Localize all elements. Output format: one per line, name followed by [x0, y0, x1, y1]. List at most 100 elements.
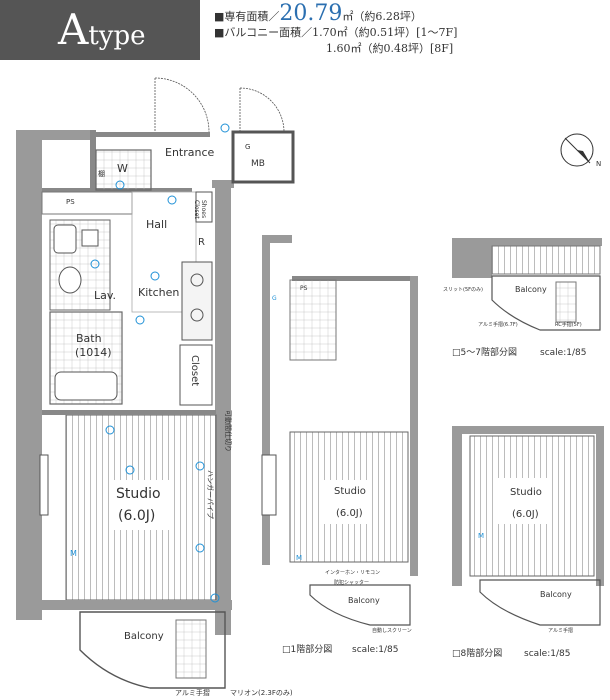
closet-box — [179, 344, 213, 406]
5-7f-slit-label: スリット(5Fのみ) — [443, 287, 483, 293]
1f-m-label: M — [296, 554, 302, 562]
studio-label-bg — [112, 480, 172, 530]
type-badge: Atype — [0, 0, 200, 60]
shoes-closet-label-2: Closet — [193, 200, 200, 219]
area-unit: ㎡（約6.28坪） — [342, 10, 422, 23]
8f-wall-right — [596, 426, 604, 586]
w-label: W — [117, 162, 128, 175]
wall-top-left — [16, 130, 91, 140]
8f-balcony — [479, 579, 601, 626]
fixture-marker — [195, 461, 205, 471]
shoes-closet-label-1: Shoes — [200, 200, 207, 218]
area-label: ■専有面積／ — [214, 10, 280, 23]
bathtub-icon — [54, 371, 118, 401]
shoes-closet — [195, 191, 213, 223]
type-word: type — [88, 21, 146, 51]
mb-box — [231, 130, 295, 184]
5-7f-alumi-label: アルミ手摺(6.7F) — [478, 321, 518, 328]
wall-entrance-left — [90, 130, 96, 190]
balcony-label: Balcony — [124, 631, 164, 642]
wall-studio-top — [42, 410, 216, 415]
studio-size-label: (6.0J) — [118, 508, 155, 524]
1f-remote-label: インターホン・リモコン — [325, 569, 380, 576]
fixture-marker — [195, 543, 205, 553]
wall-right — [215, 185, 231, 635]
8f-studio-label: Studio — [510, 487, 542, 498]
hall-area — [131, 191, 197, 313]
ps-label: PS — [66, 198, 75, 206]
5-7f-wall-top — [452, 238, 602, 246]
washer-icon — [81, 229, 99, 247]
1f-studio-size: (6.0J) — [336, 508, 363, 519]
wall-bottom — [42, 600, 232, 610]
plan-1f: PS G Studio (6.0J) M インターホン・リモコン 防犯シャッター… — [261, 235, 418, 655]
balcony-area-line2: 1.60㎡（約0.48坪）[8F] — [326, 42, 454, 55]
fixture-marker — [135, 315, 145, 325]
kitchen-sink-icon — [190, 308, 204, 322]
lav-label: Lav. — [94, 289, 116, 302]
5-7f-balcony-label: Balcony — [515, 285, 547, 294]
r-label: R — [198, 237, 205, 248]
mb-label: MB — [251, 159, 265, 169]
compass-icon: N — [560, 133, 601, 168]
balcony-area-line1: ■バルコニー面積／1.70㎡（約0.51坪）[1〜7F] — [214, 26, 458, 39]
entrance-door — [154, 77, 210, 133]
5-7f-rc-label: RC手摺(5F) — [555, 321, 582, 328]
5-7f-wall-block — [452, 238, 492, 278]
area-value: 20.79 — [279, 1, 343, 26]
1f-shutter-label: 防犯シャッター — [334, 579, 369, 586]
5-7f-scale: scale:1/85 — [540, 348, 586, 358]
1f-balcony-label: Balcony — [348, 596, 380, 605]
studio-label: Studio — [116, 486, 161, 502]
kitchen-label: Kitchen — [138, 286, 179, 299]
entrance-label: Entrance — [165, 146, 215, 159]
wall-left — [16, 130, 42, 620]
compass-north-label: N — [596, 160, 601, 168]
window-left — [39, 454, 49, 516]
sink-icon — [53, 224, 77, 254]
1f-caption: □1階部分図 — [282, 643, 332, 655]
g-label: G — [245, 143, 250, 151]
5-7f-floor — [491, 245, 601, 275]
ps-box — [41, 191, 133, 215]
5-7f-balcony — [491, 275, 601, 331]
8f-alumi-label: アルミ手摺 — [548, 627, 573, 634]
m-label: M — [70, 549, 77, 558]
shelf-label: 棚 — [98, 169, 105, 178]
fixture-marker — [125, 465, 135, 475]
hall-label: Hall — [146, 218, 167, 231]
1f-scale: scale:1/85 — [352, 645, 398, 655]
fixture-marker — [105, 425, 115, 435]
8f-wall-top — [452, 426, 602, 434]
plan-5-7f: Balcony スリット(5Fのみ) アルミ手摺(6.7F) RC手摺(5F) … — [443, 238, 602, 358]
mb-door — [239, 87, 285, 133]
wall-right-top — [212, 180, 234, 188]
fixture-marker — [115, 180, 125, 190]
balcony-outline — [79, 611, 226, 689]
partition-label: 可動間仕切り — [224, 410, 233, 452]
1f-g-label: G — [272, 295, 277, 302]
1f-studio-label-bg — [322, 480, 372, 524]
balcony-rail-detail — [175, 619, 207, 679]
wall-entrance-top — [90, 132, 210, 137]
8f-studio-size: (6.0J) — [512, 509, 539, 520]
closet-label: Closet — [189, 355, 200, 386]
fixture-marker — [210, 593, 220, 603]
1f-studio-label: Studio — [334, 486, 366, 497]
8f-m-label: M — [478, 532, 484, 540]
1f-wall-right — [410, 276, 418, 576]
1f-balcony — [309, 584, 411, 626]
5-7f-rail-detail — [555, 281, 577, 323]
fixture-marker — [167, 195, 177, 205]
marion-note: マリオン(2.3Fのみ) — [230, 689, 293, 697]
bath-label: Bath — [76, 332, 102, 345]
8f-scale: scale:1/85 — [524, 649, 570, 659]
fixture-marker — [220, 123, 230, 133]
alumi-rail-note: アルミ手摺 — [175, 688, 210, 697]
main-plan: W 棚 Entrance G MB PS Lav. Bath (1014) Ha… — [16, 77, 295, 697]
toilet-icon — [58, 266, 82, 294]
8f-balcony-label: Balcony — [540, 590, 572, 599]
kitchen-counter — [181, 261, 213, 341]
